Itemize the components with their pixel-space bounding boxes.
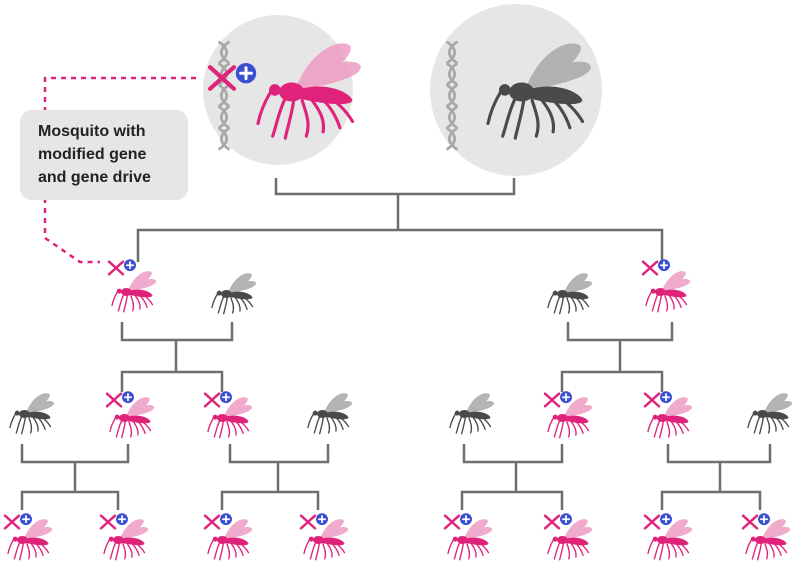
- mosquito-modified-icon-parent: [256, 43, 361, 140]
- mosquito-layer: [3, 40, 793, 561]
- mosquito-wild-icon-gen1-3: [547, 273, 593, 315]
- gene-drive-marker-icon-gen3-4: [299, 513, 328, 530]
- gene-drive-marker-icon-gen3-8: [741, 513, 770, 530]
- mosquito-modified-icon-gen2-6: [547, 397, 593, 439]
- gene-drive-marker-icon-gen3-1: [3, 513, 32, 530]
- mosquito-modified-icon-gen2-3: [207, 397, 253, 439]
- right-gen2-branch-line: [560, 370, 664, 392]
- pedigree-lines: [20, 178, 772, 510]
- gen3-branch-line-1: [20, 490, 120, 510]
- gene-drive-marker-icon-gen2-6: [543, 391, 572, 408]
- dna-icon-wild-parent: [445, 40, 459, 151]
- mosquito-wild-icon-gen2-4: [307, 393, 353, 435]
- mosquito-wild-icon-gen2-1: [9, 393, 55, 435]
- callout-box: Mosquito with modified gene and gene dri…: [20, 110, 188, 200]
- gen2-pair-join-line-3: [462, 444, 564, 464]
- mosquito-modified-icon-gen3-1: [7, 519, 53, 561]
- gene-drive-marker-icon-gen3-2: [99, 513, 128, 530]
- mosquito-modified-icon-gen3-2: [103, 519, 149, 561]
- callout-connector: [43, 76, 196, 264]
- left-pair-join-line: [120, 322, 234, 342]
- callout-line-3: and gene drive: [38, 169, 151, 186]
- gene-drive-marker-icon-gen1-1: [107, 259, 136, 276]
- mosquito-wild-icon-parent: [486, 43, 591, 140]
- gene-drive-marker-icon-gen3-5: [443, 513, 472, 530]
- callout-line-2: modified gene: [38, 146, 147, 163]
- gen3-branch-line-4: [660, 490, 762, 510]
- callout-line-1: Mosquito with: [38, 123, 146, 140]
- gene-drive-marker-icon-gen2-2: [105, 391, 134, 408]
- gene-drive-marker-icon-gen3-7: [643, 513, 672, 530]
- parent-join-line: [274, 178, 516, 196]
- gen3-branch-line-3: [460, 490, 564, 510]
- mosquito-modified-icon-gen3-6: [547, 519, 593, 561]
- mosquito-modified-icon-gen3-5: [447, 519, 493, 561]
- gene-drive-marker-icon-gen1-4: [641, 259, 670, 276]
- mosquito-wild-icon-gen1-2: [211, 273, 257, 315]
- right-pair-join-line: [566, 322, 674, 342]
- mosquito-modified-icon-gen1-1: [111, 271, 157, 313]
- gen3-branch-line-2: [220, 490, 320, 510]
- mosquito-modified-icon-gen2-7: [647, 397, 693, 439]
- gen2-pair-join-line-1: [20, 444, 130, 464]
- mosquito-modified-icon-gen3-7: [647, 519, 693, 561]
- gen2-pair-join-line-2: [228, 444, 330, 464]
- gene-drive-marker-icon-gen2-7: [643, 391, 672, 408]
- gene-drive-marker-icon-gen2-3: [203, 391, 232, 408]
- gene-drive-marker-icon-gen3-3: [203, 513, 232, 530]
- mosquito-modified-icon-gen3-4: [303, 519, 349, 561]
- mosquito-modified-icon-gen1-4: [645, 271, 691, 313]
- left-gen2-branch-line: [120, 370, 224, 392]
- gene-drive-marker-icon-gen3-6: [543, 513, 572, 530]
- mosquito-modified-icon-gen2-2: [109, 397, 155, 439]
- gen1-branch-line: [136, 228, 664, 262]
- mosquito-modified-icon-gen3-8: [745, 519, 791, 561]
- gene-drive-marker-icon-parent: [207, 63, 257, 91]
- mosquito-wild-icon-gen2-8: [747, 393, 793, 435]
- mosquito-wild-icon-gen2-5: [449, 393, 495, 435]
- mosquito-modified-icon-gen3-3: [207, 519, 253, 561]
- gen2-pair-join-line-4: [666, 444, 772, 464]
